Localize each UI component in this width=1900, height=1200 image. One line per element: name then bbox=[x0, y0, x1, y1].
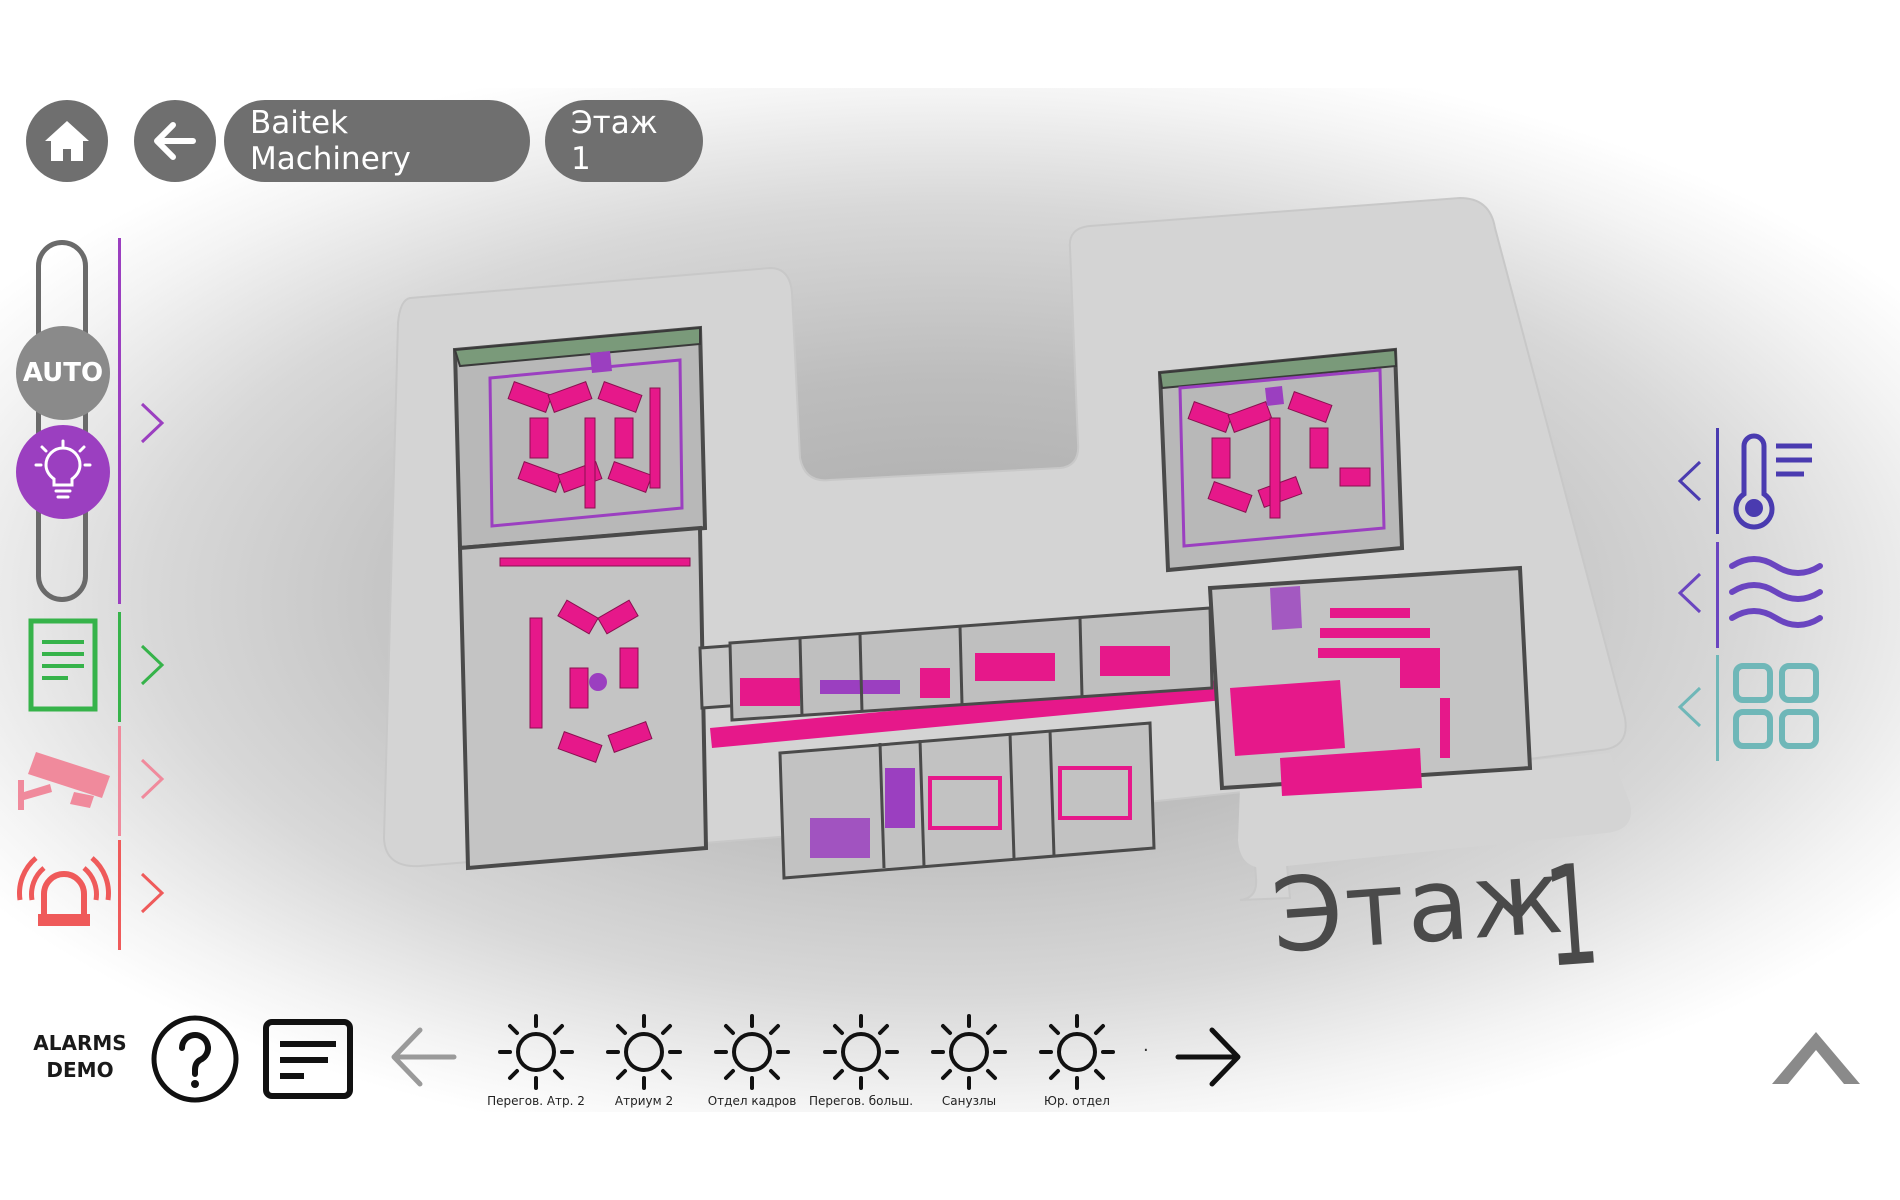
office-row-bottom bbox=[778, 721, 1156, 880]
scene-label-5[interactable]: Санузлы bbox=[941, 1094, 997, 1108]
collapse-up-chevron-icon[interactable] bbox=[1768, 1028, 1864, 1088]
left-lower-room bbox=[457, 525, 709, 871]
tiles-expand-chevron-icon[interactable] bbox=[1676, 684, 1706, 730]
demo-line: DEMO bbox=[46, 1058, 114, 1082]
tiles-category-bar bbox=[1716, 655, 1719, 761]
scenes-dot: · bbox=[1143, 1040, 1149, 1061]
notes-icon[interactable] bbox=[262, 1018, 354, 1100]
alarms-demo-label: ALARMS DEMO bbox=[28, 1030, 132, 1084]
scene-sun-icon[interactable] bbox=[496, 1012, 576, 1092]
scene-sun-icon[interactable] bbox=[1037, 1012, 1117, 1092]
breadcrumb-building[interactable]: Baitek Machinery bbox=[224, 100, 530, 182]
home-icon bbox=[45, 121, 89, 161]
ventilation-category-bar bbox=[1716, 542, 1719, 648]
scene-label-6[interactable]: Юр. отдел bbox=[1044, 1094, 1110, 1108]
scenes-next-arrow-icon[interactable] bbox=[1174, 1022, 1242, 1092]
thermometer-expand-chevron-icon[interactable] bbox=[1676, 458, 1706, 504]
lightbulb-icon bbox=[34, 439, 92, 499]
arrow-left-icon bbox=[154, 122, 196, 160]
floor-plan-label-number: 1 bbox=[1540, 834, 1604, 999]
auto-mode-label: AUTO bbox=[22, 358, 104, 388]
alarm-category-bar bbox=[118, 840, 121, 950]
document-icon[interactable] bbox=[28, 618, 98, 712]
scene-sun-icon[interactable] bbox=[712, 1012, 792, 1092]
breadcrumb-floor[interactable]: Этаж 1 bbox=[545, 100, 703, 182]
back-button[interactable] bbox=[134, 100, 216, 182]
scene-sun-icon[interactable] bbox=[604, 1012, 684, 1092]
mode-toggle-track[interactable] bbox=[36, 240, 88, 602]
cctv-camera-icon[interactable] bbox=[14, 746, 114, 814]
grid-tiles-icon[interactable] bbox=[1732, 662, 1822, 752]
alarm-expand-chevron-icon[interactable] bbox=[136, 870, 166, 916]
right-lower-block bbox=[1207, 565, 1533, 796]
camera-expand-chevron-icon[interactable] bbox=[136, 756, 166, 802]
lighting-expand-chevron-icon[interactable] bbox=[136, 400, 166, 446]
alarms-line: ALARMS bbox=[33, 1031, 127, 1055]
scene-label-4[interactable]: Перегов. больш. bbox=[808, 1094, 914, 1108]
document-expand-chevron-icon[interactable] bbox=[136, 642, 166, 688]
scene-sun-icon[interactable] bbox=[929, 1012, 1009, 1092]
help-icon[interactable] bbox=[150, 1014, 240, 1104]
home-button[interactable] bbox=[26, 100, 108, 182]
document-category-bar bbox=[118, 612, 121, 722]
floor-plan-label-word: Этаж bbox=[1268, 837, 1569, 977]
camera-category-bar bbox=[118, 726, 121, 836]
scene-sun-icon[interactable] bbox=[821, 1012, 901, 1092]
right-wing-room bbox=[1157, 347, 1405, 573]
floor-plan-map[interactable] bbox=[0, 88, 1900, 1112]
scenes-prev-arrow-icon[interactable] bbox=[390, 1022, 458, 1092]
scene-label-3[interactable]: Отдел кадров bbox=[707, 1094, 797, 1108]
thermometer-category-bar bbox=[1716, 428, 1719, 534]
ventilation-waves-icon[interactable] bbox=[1728, 552, 1824, 642]
scene-label-1[interactable]: Перегов. Атр. 2 bbox=[487, 1094, 585, 1108]
left-wing-room bbox=[452, 325, 708, 551]
alarm-siren-icon[interactable] bbox=[14, 848, 114, 928]
ventilation-expand-chevron-icon[interactable] bbox=[1676, 570, 1706, 616]
office-row-top bbox=[728, 606, 1214, 722]
lighting-category-button[interactable] bbox=[16, 425, 110, 519]
auto-mode-button[interactable]: AUTO bbox=[16, 326, 110, 420]
floor-plan-viewport[interactable]: Этаж 1 bbox=[0, 88, 1900, 1112]
lighting-category-bar bbox=[118, 238, 121, 604]
thermometer-icon[interactable] bbox=[1730, 432, 1820, 532]
scene-label-2[interactable]: Атриум 2 bbox=[614, 1094, 674, 1108]
